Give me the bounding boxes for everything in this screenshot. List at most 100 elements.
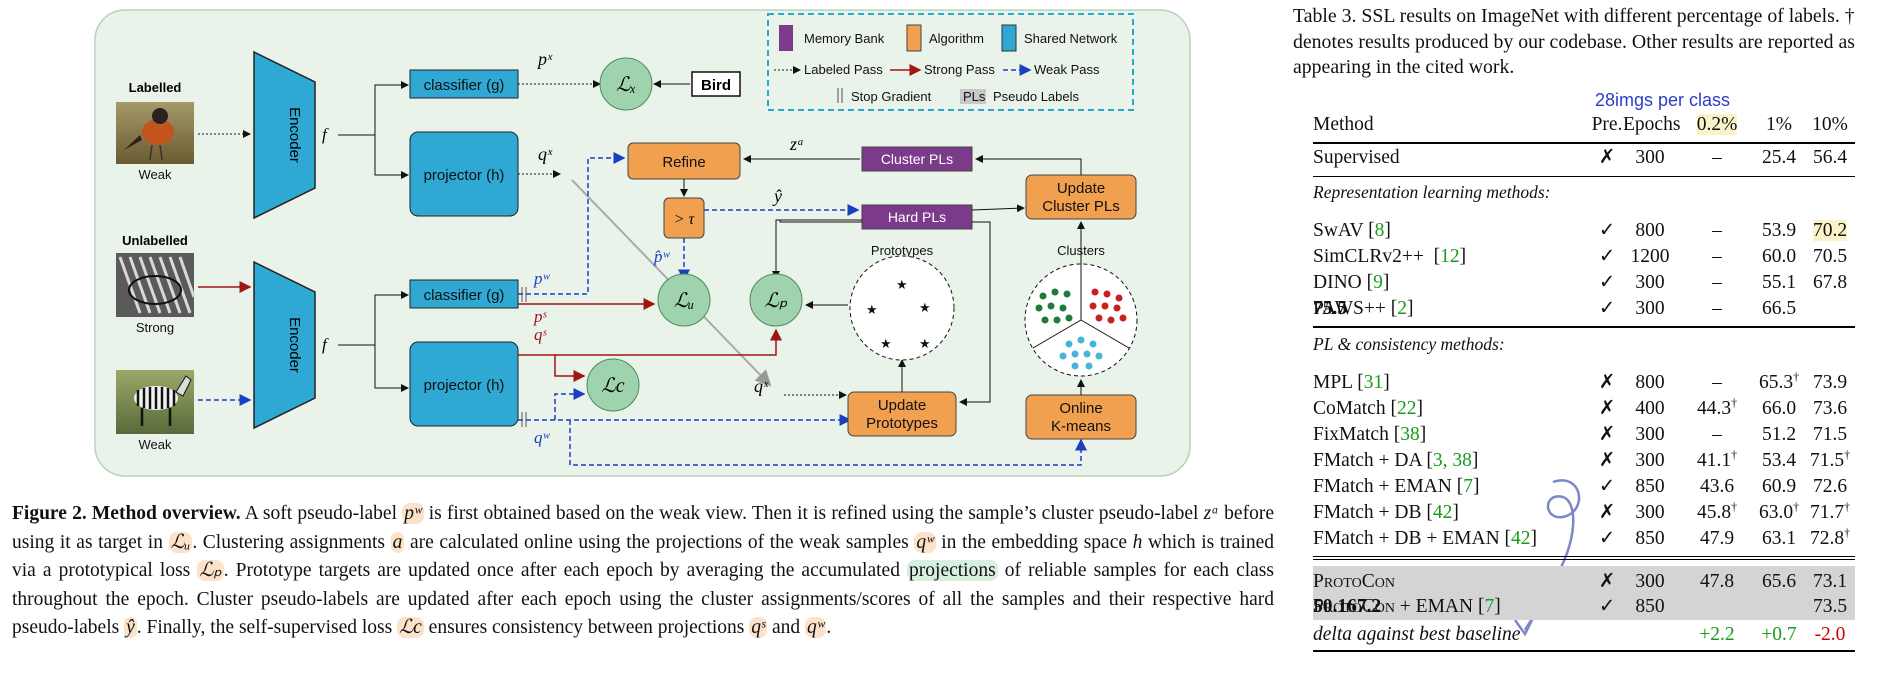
- table-row-supervised: Supervised ✗ 300 – 25.4 56.4: [1313, 147, 1848, 168]
- table-row: MPL [31] ✗800– 65.3†73.9: [1313, 369, 1848, 394]
- svg-text:ℒₚ: ℒₚ: [765, 290, 788, 312]
- svg-text:ℒₓ: ℒₓ: [616, 74, 636, 96]
- svg-text:p̂ʷ: p̂ʷ: [653, 247, 671, 266]
- svg-text:★: ★: [896, 277, 908, 292]
- svg-text:classifier (g): classifier (g): [424, 287, 505, 304]
- svg-text:Bird: Bird: [701, 77, 731, 94]
- ours-shading: [1313, 566, 1855, 620]
- bird-image: [116, 102, 194, 164]
- svg-text:Cluster PLs: Cluster PLs: [1042, 198, 1120, 215]
- legend: Memory Bank Algorithm Shared Network Lab…: [767, 13, 1134, 111]
- zebra-weak-image: [116, 370, 194, 434]
- legend-labeled-pass: Labeled Pass: [804, 62, 883, 77]
- svg-text:f: f: [322, 125, 329, 144]
- legend-weak-pass: Weak Pass: [1034, 62, 1100, 77]
- svg-text:projector (h): projector (h): [424, 377, 505, 394]
- legend-stop-gradient: Stop Gradient: [851, 89, 932, 104]
- loss-c: [586, 358, 640, 412]
- loss-p: [749, 273, 803, 327]
- clusters-circle: [1024, 263, 1138, 377]
- weak-caption-labelled: Weak: [139, 167, 172, 182]
- table-header: Method Pre. Epochs 0.2% 1% 10%: [1313, 114, 1848, 135]
- table-caption: Table 3. SSL results on ImageNet with di…: [1293, 5, 1855, 78]
- table-annotation: 28imgs per class: [1595, 90, 1731, 110]
- svg-text:pˢ: pˢ: [533, 307, 548, 326]
- caption-title: Method overview.: [91, 503, 241, 524]
- svg-text:qˣ: qˣ: [538, 144, 553, 164]
- legend-pseudo-labels: Pseudo Labels: [993, 89, 1080, 104]
- cluster-pls-bank: [861, 146, 973, 172]
- shared-network-swatch: [1001, 24, 1017, 52]
- svg-text:Update: Update: [1057, 180, 1105, 197]
- svg-text:Encoder: Encoder: [286, 107, 303, 163]
- method-overview-figure: Memory Bank Algorithm Shared Network Lab…: [0, 0, 1280, 490]
- svg-text:qʷ: qʷ: [534, 428, 551, 447]
- classifier-bottom: [409, 279, 519, 309]
- svg-text:ŷ: ŷ: [772, 186, 782, 206]
- prototypes-circle: [849, 255, 955, 361]
- svg-text:★: ★: [880, 336, 892, 351]
- prototypes-title: Prototypes: [871, 243, 934, 258]
- section-pl: PL & consistency methods:: [1313, 334, 1505, 354]
- memory-bank-swatch: [779, 25, 793, 51]
- svg-text:Refine: Refine: [662, 154, 705, 171]
- svg-text:projector (h): projector (h): [424, 167, 505, 184]
- hard-pls-bank: [861, 204, 973, 230]
- table-row: SwAV [8] ✓800–53.9 70.2: [1313, 220, 1848, 241]
- algorithm-swatch: [906, 24, 922, 52]
- legend-shared-network: Shared Network: [1024, 31, 1118, 46]
- loss-x: [599, 57, 653, 111]
- svg-text:> τ: > τ: [674, 211, 696, 228]
- unlabelled-title: Unlabelled: [122, 233, 188, 248]
- svg-text:★: ★: [919, 300, 931, 315]
- bird-label-box: [691, 71, 741, 97]
- svg-text:zᵃ: zᵃ: [789, 134, 804, 154]
- legend-memory-bank: Memory Bank: [804, 31, 885, 46]
- svg-text:qˢ: qˢ: [534, 325, 548, 344]
- svg-text:K-means: K-means: [1051, 418, 1111, 435]
- table-row: FMatch + DA [3, 38] ✗300 41.1† 53.4 71.5…: [1313, 447, 1851, 472]
- svg-text:★: ★: [866, 302, 878, 317]
- projector-bottom: [409, 341, 519, 427]
- svg-text:ℒc: ℒc: [601, 375, 624, 397]
- svg-text:★: ★: [919, 336, 931, 351]
- legend-pls-tag: PLs: [963, 89, 986, 104]
- svg-text:qˣ: qˣ: [754, 376, 769, 396]
- header-rule: [1313, 142, 1855, 144]
- weak-caption-unlabelled: Weak: [139, 437, 172, 452]
- legend-algorithm: Algorithm: [929, 31, 984, 46]
- caption-figure-label: Figure 2.: [12, 503, 87, 524]
- table-row: FMatch + DB [42] ✗300 45.8† 63.0† 71.7†: [1313, 499, 1851, 524]
- method-diagram: Memory Bank Algorithm Shared Network Lab…: [94, 9, 1191, 477]
- section-representation: Representation learning methods:: [1313, 182, 1551, 202]
- svg-text:Hard PLs: Hard PLs: [888, 209, 946, 225]
- strong-caption: Strong: [136, 320, 174, 335]
- svg-text:Update: Update: [878, 397, 926, 414]
- svg-text:Online: Online: [1059, 400, 1102, 417]
- svg-text:f: f: [322, 335, 329, 354]
- figure-background: [94, 9, 1191, 477]
- svg-text:Encoder: Encoder: [286, 317, 303, 373]
- table-row-delta: delta against best baseline +2.2+0.7-2.0: [1313, 624, 1846, 645]
- svg-text:pʷ: pʷ: [533, 269, 551, 288]
- classifier-top: [409, 69, 519, 99]
- svg-text:Prototypes: Prototypes: [866, 415, 938, 432]
- encoder-bottom: Encoder f: [253, 260, 329, 430]
- svg-text:ℒᵤ: ℒᵤ: [674, 290, 694, 312]
- figure-caption: Figure 2. Method overview. A soft pseudo…: [12, 503, 1274, 639]
- encoder-top: Encoder f: [253, 50, 329, 220]
- loss-u: [657, 273, 711, 327]
- svg-text:pˣ: pˣ: [536, 49, 553, 69]
- zebra-strong-image: [116, 253, 196, 317]
- legend-strong-pass: Strong Pass: [924, 62, 995, 77]
- svg-text:Cluster PLs: Cluster PLs: [881, 151, 953, 167]
